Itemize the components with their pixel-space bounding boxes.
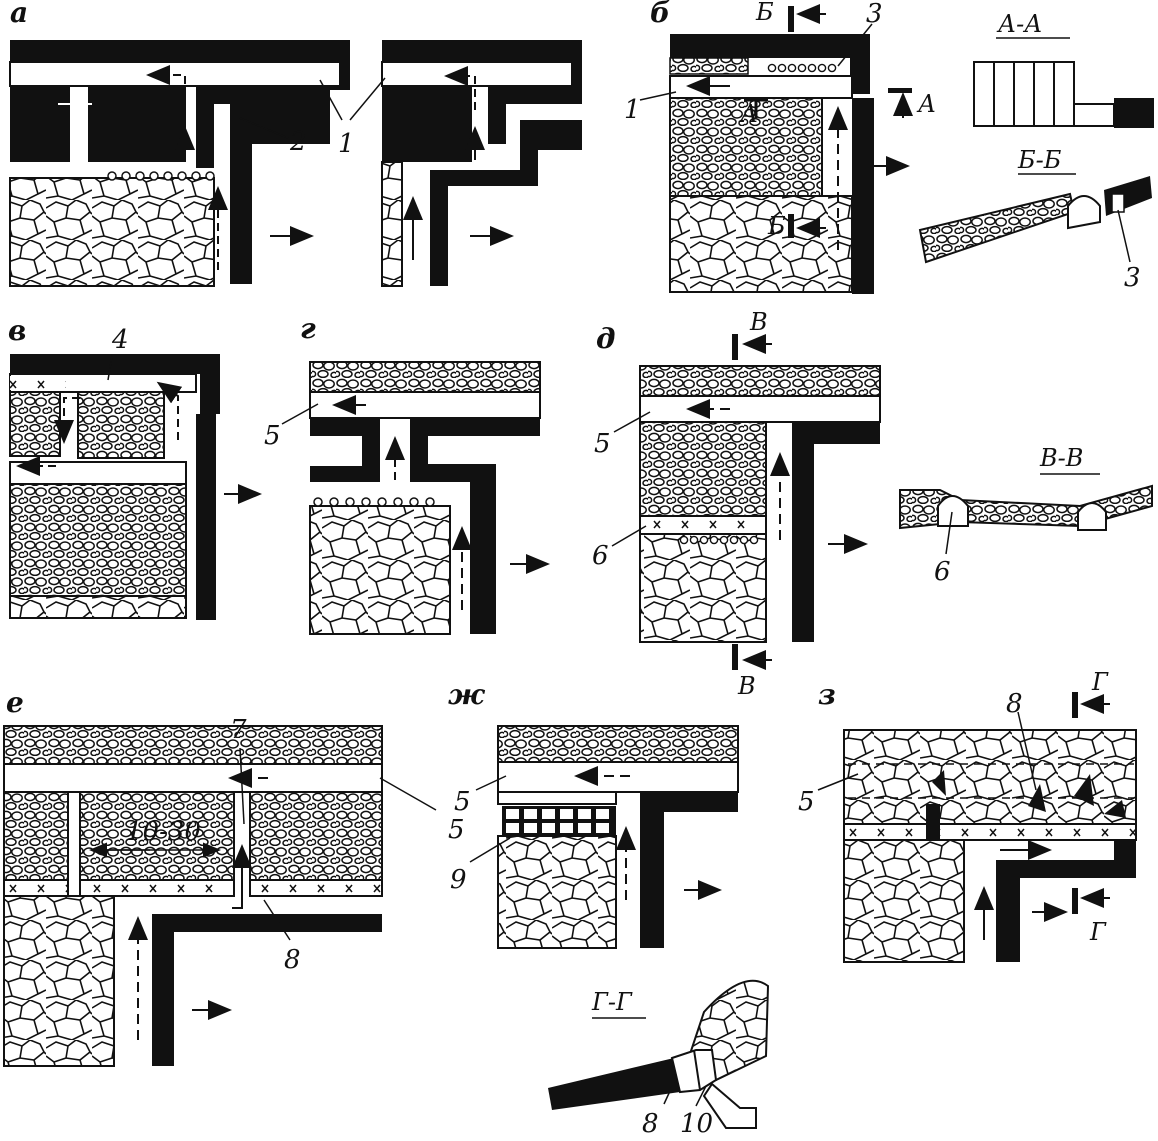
panel-label-zh: ж (448, 678, 486, 711)
callout-7: 7 (230, 715, 247, 745)
dimension-label: 10-30 (126, 817, 201, 847)
panel-b (669, 4, 913, 294)
timber-row-b (767, 63, 837, 73)
callout-8gg: 8 (642, 1109, 659, 1139)
panel-label-z: з (818, 678, 836, 711)
callout-6v: 6 (934, 557, 951, 587)
callout-1b: 1 (624, 95, 641, 125)
panel-a-left (9, 40, 350, 287)
callout-3: 3 (866, 0, 883, 29)
section-mark-g-bottom: Г (1089, 918, 1107, 946)
section-mark-b-top: Б (755, 0, 774, 26)
section-title-gg: Г-Г (591, 988, 633, 1016)
panel-a-right (381, 40, 582, 287)
callout-3b: 3 (1124, 263, 1141, 293)
section-title-bb: Б-Б (1017, 146, 1062, 174)
callout-9: 9 (450, 865, 467, 895)
callout-8z: 8 (1006, 689, 1023, 719)
panel-zh (497, 725, 739, 949)
section-mark-a-mid: А (738, 100, 758, 128)
panel-e (3, 725, 383, 1067)
panel-g (309, 361, 550, 635)
timber-row-g (313, 497, 435, 507)
section-mark-b-mid: Б (767, 212, 786, 240)
section-vv (899, 473, 1153, 555)
callout-5zh: 5 (454, 787, 471, 817)
panel-label-e: е (6, 686, 24, 719)
section-bb (918, 173, 1152, 264)
callout-10: 10 (680, 1109, 713, 1139)
grid-block (502, 806, 616, 836)
section-aa (973, 37, 1154, 128)
callout-5e: 5 (448, 815, 465, 845)
panel-d (639, 334, 881, 670)
callout-6d: 6 (592, 541, 609, 571)
callout-5z: 5 (798, 787, 815, 817)
panel-label-d: д (596, 322, 615, 355)
callout-5d: 5 (594, 429, 611, 459)
callout-8e: 8 (284, 945, 301, 975)
section-mark-a-right: А (916, 90, 936, 118)
panel-label-b: б (650, 0, 670, 29)
section-mark-g-top: Г (1091, 668, 1109, 696)
section-mark-v-top: В (749, 308, 768, 336)
section-title-vv: В-В (1039, 444, 1083, 472)
panel-label-g: г (300, 312, 316, 345)
panel-label-v: в (8, 314, 26, 347)
section-mark-v-bottom: В (737, 672, 756, 700)
section-title-aa: А-А (996, 10, 1042, 38)
section-gg (548, 979, 770, 1129)
callout-5g: 5 (264, 421, 281, 451)
panel-v (9, 354, 262, 620)
callout-2: 2 (289, 127, 307, 157)
panel-z (843, 692, 1137, 963)
panel-label-a: а (10, 0, 28, 29)
callout-4: 4 (111, 325, 129, 355)
callout-1a: 1 (338, 129, 355, 159)
timber-row (107, 171, 215, 181)
timber-row-d (679, 535, 759, 545)
